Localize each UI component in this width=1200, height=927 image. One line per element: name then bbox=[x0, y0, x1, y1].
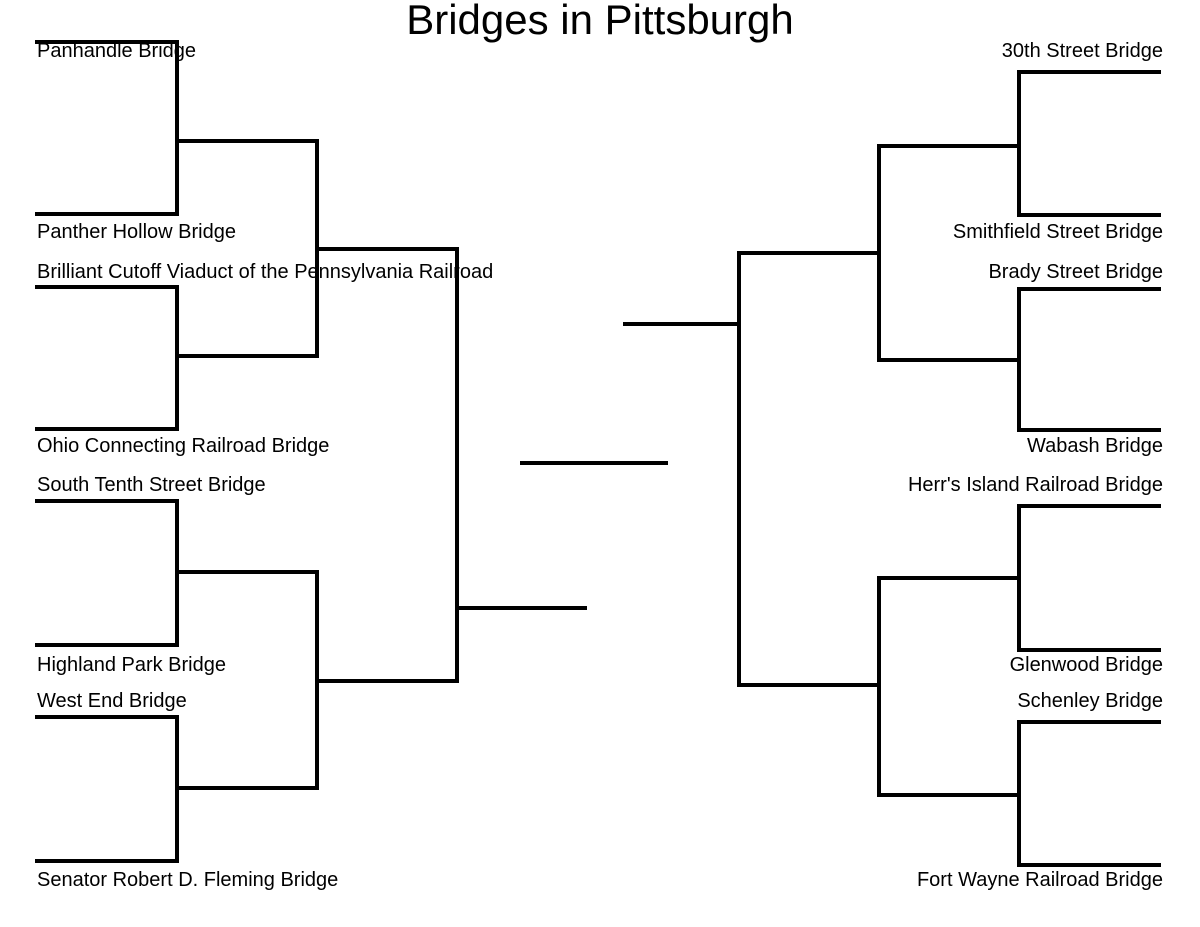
left-entry-label: Panhandle Bridge bbox=[37, 40, 197, 62]
right-entry-label: 30th Street Bridge bbox=[1001, 40, 1163, 62]
diagram-title: Bridges in Pittsburgh bbox=[406, 0, 794, 43]
right-entry-label: Glenwood Bridge bbox=[1009, 654, 1163, 676]
left-entry-label: South Tenth Street Bridge bbox=[37, 474, 266, 496]
left-entry-label: Highland Park Bridge bbox=[37, 654, 226, 676]
left-entry-label: West End Bridge bbox=[37, 690, 187, 712]
right-entry-label: Brady Street Bridge bbox=[988, 261, 1163, 283]
left-entry-label: Ohio Connecting Railroad Bridge bbox=[37, 435, 330, 457]
left-entry-label: Brilliant Cutoff Viaduct of the Pennsylv… bbox=[37, 261, 494, 283]
right-entry-label: Herr's Island Railroad Bridge bbox=[907, 474, 1163, 496]
left-entry-label: Senator Robert D. Fleming Bridge bbox=[37, 869, 339, 891]
right-entry-label: Schenley Bridge bbox=[1017, 690, 1163, 712]
right-entry-label: Fort Wayne Railroad Bridge bbox=[916, 869, 1163, 891]
left-entry-label: Panther Hollow Bridge bbox=[37, 221, 236, 243]
right-entry-label: Wabash Bridge bbox=[1027, 435, 1163, 457]
right-entry-label: Smithfield Street Bridge bbox=[952, 221, 1163, 243]
